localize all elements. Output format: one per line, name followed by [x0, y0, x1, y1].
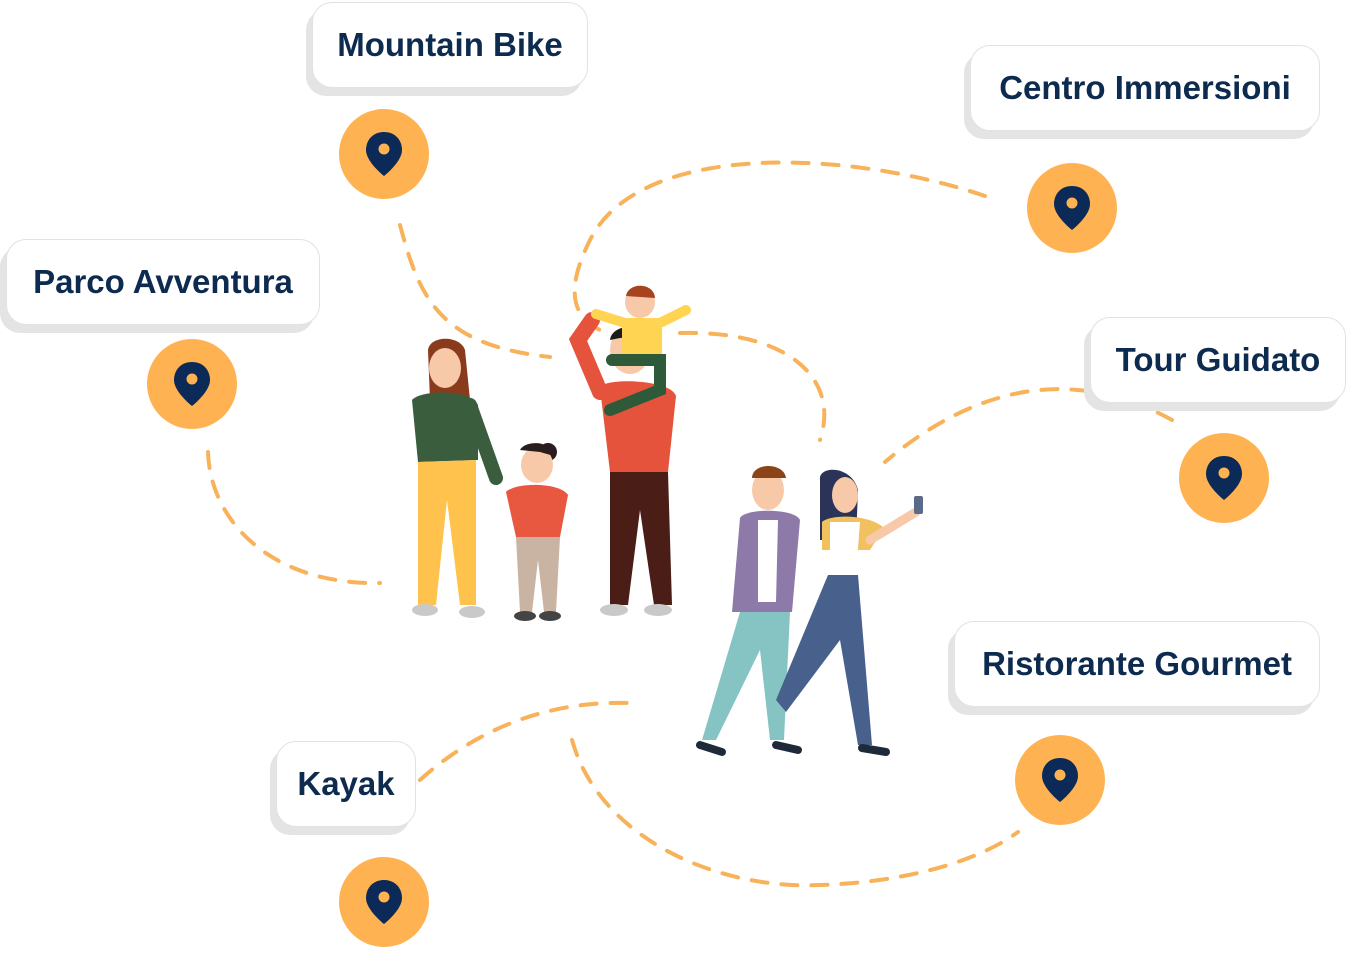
- map-pin-parco-avventura[interactable]: [147, 339, 237, 429]
- map-pin-centro-immersioni[interactable]: [1027, 163, 1117, 253]
- map-pin-kayak[interactable]: [339, 857, 429, 947]
- route-center-loop: [678, 330, 827, 442]
- place-label-ristorante-gourmet[interactable]: Ristorante Gourmet: [954, 621, 1320, 707]
- couple-figure: [696, 466, 923, 756]
- map-pin-ristorante-gourmet[interactable]: [1015, 735, 1105, 825]
- map-pin-icon: [1054, 186, 1090, 230]
- place-label-tour-guidato[interactable]: Tour Guidato: [1090, 317, 1346, 403]
- route-kayak: [418, 700, 632, 782]
- route-tour-guidato: [883, 387, 1174, 464]
- place-label-mountain-bike[interactable]: Mountain Bike: [312, 2, 588, 88]
- map-pin-icon: [1206, 456, 1242, 500]
- map-pin-tour-guidato[interactable]: [1179, 433, 1269, 523]
- father-figure: [568, 285, 691, 616]
- place-label-parco-avventura[interactable]: Parco Avventura: [6, 239, 320, 325]
- route-mountain-bike: [398, 223, 552, 359]
- place-label-centro-immersioni[interactable]: Centro Immersioni: [970, 45, 1320, 131]
- map-pin-icon: [1042, 758, 1078, 802]
- route-centro-immersioni: [572, 160, 987, 332]
- place-label-kayak[interactable]: Kayak: [276, 741, 416, 827]
- mother-figure: [412, 338, 503, 618]
- map-pin-icon: [174, 362, 210, 406]
- girl-figure: [506, 443, 568, 621]
- route-ristorante-gourmet: [570, 738, 1020, 888]
- route-parco-avventura: [206, 450, 382, 586]
- map-pin-icon: [366, 132, 402, 176]
- map-pin-mountain-bike[interactable]: [339, 109, 429, 199]
- map-pin-icon: [366, 880, 402, 924]
